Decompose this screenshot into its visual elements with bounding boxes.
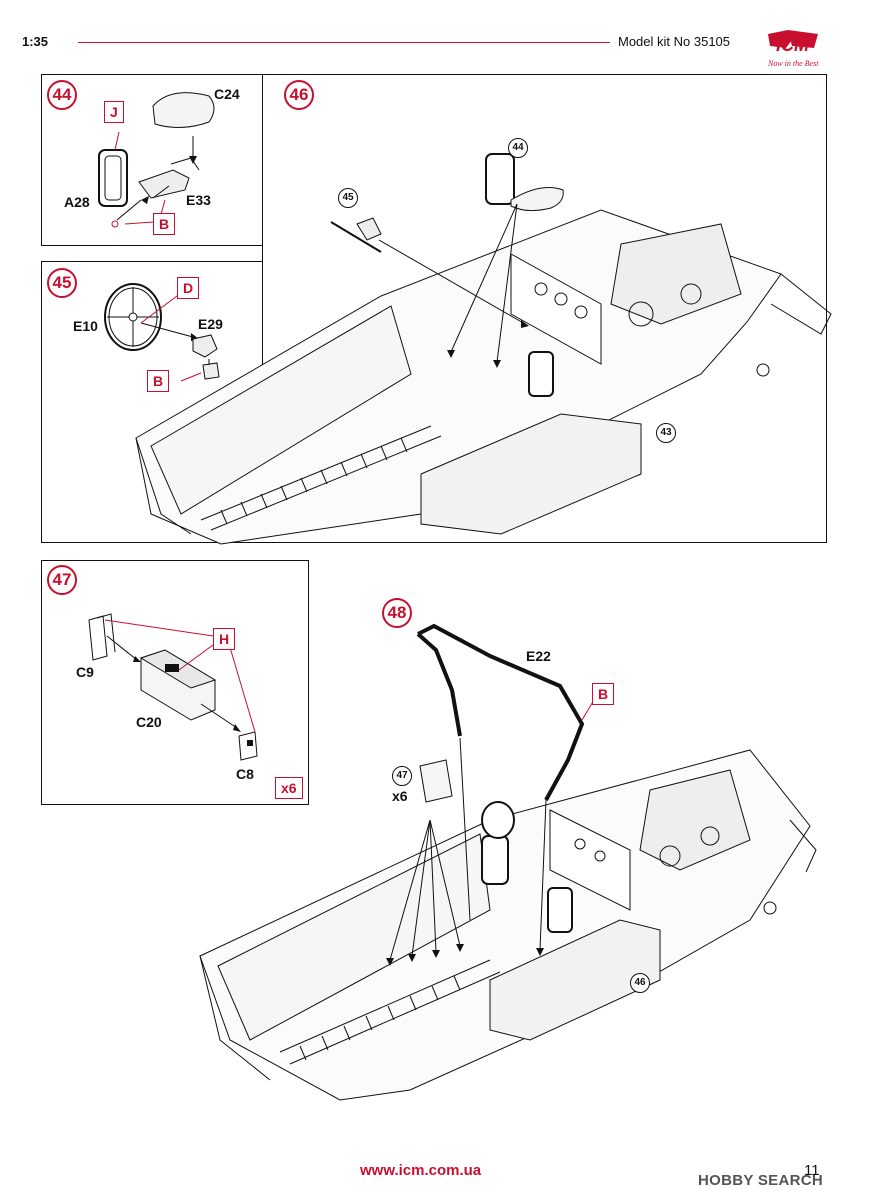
hull-frame-drawing-48 bbox=[199, 623, 817, 1101]
step-48-badge: 48 bbox=[382, 598, 412, 628]
step-48-ref-46: 46 bbox=[630, 973, 650, 993]
part-e29-label: E29 bbox=[198, 316, 223, 332]
header-rule bbox=[78, 42, 610, 43]
footer-url[interactable]: www.icm.com.ua bbox=[360, 1162, 482, 1179]
step-47-badge: 47 bbox=[47, 565, 77, 595]
part-c20-label: C20 bbox=[136, 714, 162, 730]
step-45-badge: 45 bbox=[47, 268, 77, 298]
steering-wheel-drawing bbox=[104, 283, 220, 382]
tag-b-45: B bbox=[147, 370, 170, 392]
step-46-ref-43: 43 bbox=[656, 423, 676, 443]
kit-number: Model kit No 35105 bbox=[618, 34, 731, 49]
part-c8-label: C8 bbox=[236, 766, 254, 782]
page-number: 11 bbox=[804, 1162, 820, 1179]
step-48-ref-47: 47 bbox=[392, 766, 412, 786]
seat-assembly-drawing bbox=[98, 92, 215, 228]
watermark: HOBBY SEARCH bbox=[698, 1172, 824, 1189]
step-46-badge: 46 bbox=[284, 80, 314, 110]
tag-x6: x6 bbox=[275, 777, 303, 799]
step-44-panel bbox=[41, 74, 263, 246]
tag-d: D bbox=[177, 277, 200, 299]
hull-interior-drawing-46 bbox=[135, 153, 832, 545]
tag-j: J bbox=[104, 101, 124, 123]
step-46-ref-44: 44 bbox=[508, 138, 528, 158]
icm-logo: ICM Now in the Best bbox=[758, 30, 848, 74]
svg-text:ICM: ICM bbox=[776, 35, 810, 55]
tag-b-44: B bbox=[153, 213, 176, 235]
part-c9-label: C9 bbox=[76, 664, 94, 680]
step-48-qty: x6 bbox=[392, 788, 408, 804]
ammo-box-drawing bbox=[88, 613, 258, 761]
part-e10-label: E10 bbox=[73, 318, 98, 334]
step-44-badge: 44 bbox=[47, 80, 77, 110]
part-e33-label: E33 bbox=[186, 192, 211, 208]
scale-label: 1:35 bbox=[22, 34, 49, 49]
tag-h: H bbox=[213, 628, 236, 650]
part-e22-label: E22 bbox=[526, 648, 551, 664]
part-a28-label: A28 bbox=[64, 194, 90, 210]
step-46-ref-45: 45 bbox=[338, 188, 358, 208]
tag-b-48: B bbox=[592, 683, 615, 705]
svg-text:Now in the Best: Now in the Best bbox=[767, 59, 819, 68]
part-c24-label: C24 bbox=[214, 86, 240, 102]
